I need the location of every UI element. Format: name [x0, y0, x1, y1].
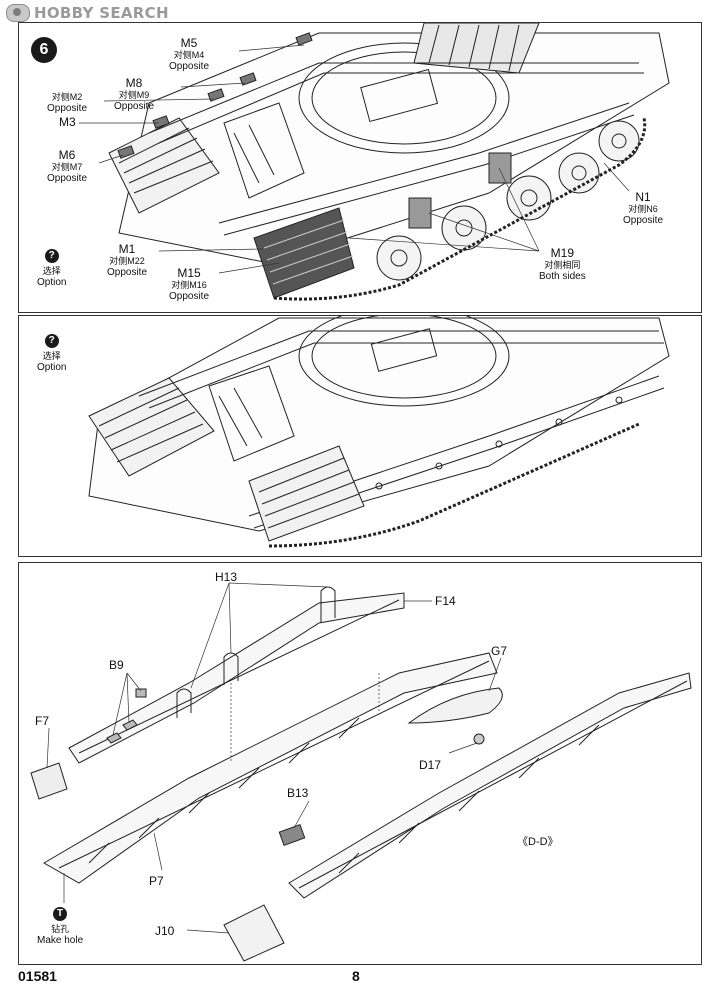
skirt-subassembly-panel: H13 F14 B9 G7 F7 D17 B13 P7 J10 《D-D》 T …	[18, 562, 702, 965]
label-b13: B13	[287, 786, 309, 800]
label-d17: D17	[419, 758, 442, 772]
step-number-badge: 6	[31, 37, 57, 63]
option-result-panel: ? 选择 Option	[18, 315, 702, 557]
label-b9: B9	[109, 658, 124, 672]
tank-hull-skirts-drawing	[79, 23, 670, 301]
label-j10: J10	[155, 924, 175, 938]
tank-hull-assembled-drawing	[88, 316, 670, 548]
option-marker-panel2: ? 选择 Option	[37, 334, 67, 373]
label-p7: P7	[149, 874, 164, 888]
watermark: HOBBY SEARCH	[6, 4, 169, 22]
question-icon: ?	[44, 249, 59, 263]
label-g7: G7	[491, 644, 508, 658]
label-f7: F7	[35, 714, 50, 728]
page-number: 8	[352, 968, 360, 984]
label-m3: M3	[59, 115, 76, 129]
section-label-d-d: 《D-D》	[517, 836, 559, 848]
label-h13: H13	[215, 570, 238, 584]
skirt-parts-exploded-drawing	[30, 582, 692, 962]
make-hole-marker: T 钻孔 Make hole	[37, 907, 84, 946]
product-code: 01581	[18, 968, 57, 984]
question-icon: ?	[44, 334, 59, 348]
option-marker: ? 选择 Option	[37, 249, 67, 288]
drill-hole-icon: T	[53, 907, 68, 921]
hobby-search-logo-icon	[6, 4, 30, 22]
label-f14: F14	[435, 594, 456, 608]
watermark-text: HOBBY SEARCH	[34, 4, 169, 22]
